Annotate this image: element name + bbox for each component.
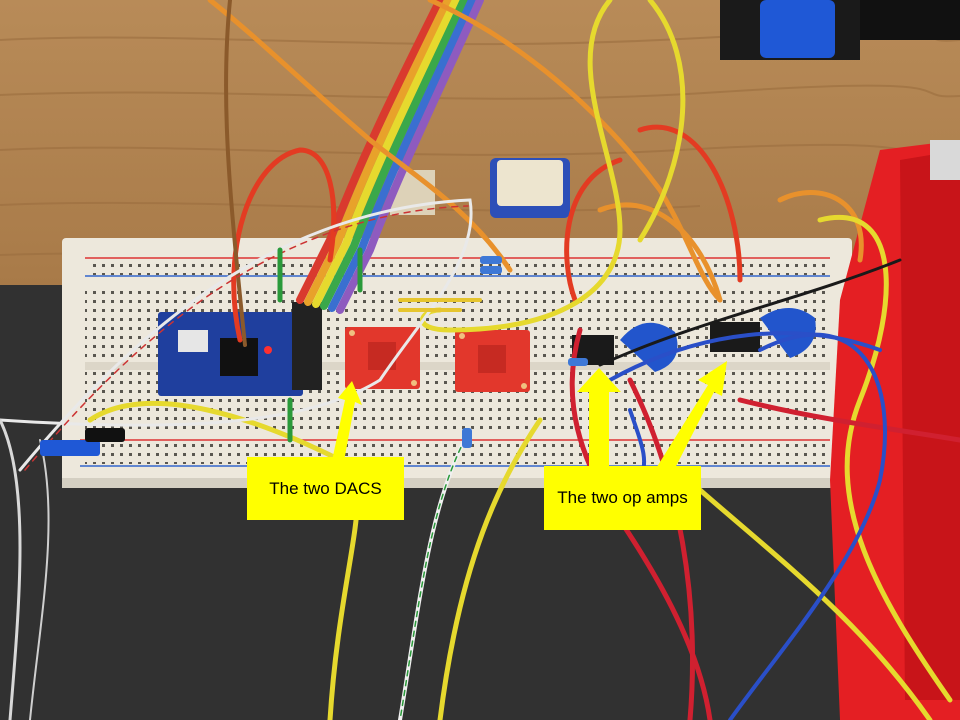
opamp-arrow-right [655, 361, 727, 478]
dac-board-2 [455, 330, 530, 392]
opamp-arrow-left [577, 368, 621, 470]
dac-board-1 [345, 327, 420, 389]
dacs-annotation-label: The two DACS [247, 457, 404, 520]
top-module [720, 0, 960, 60]
arduino-board [158, 302, 322, 396]
left-connectors [40, 428, 125, 456]
dac-arrow [330, 381, 362, 472]
opamps-annotation-label: The two op amps [544, 466, 701, 530]
resistors [462, 256, 588, 448]
